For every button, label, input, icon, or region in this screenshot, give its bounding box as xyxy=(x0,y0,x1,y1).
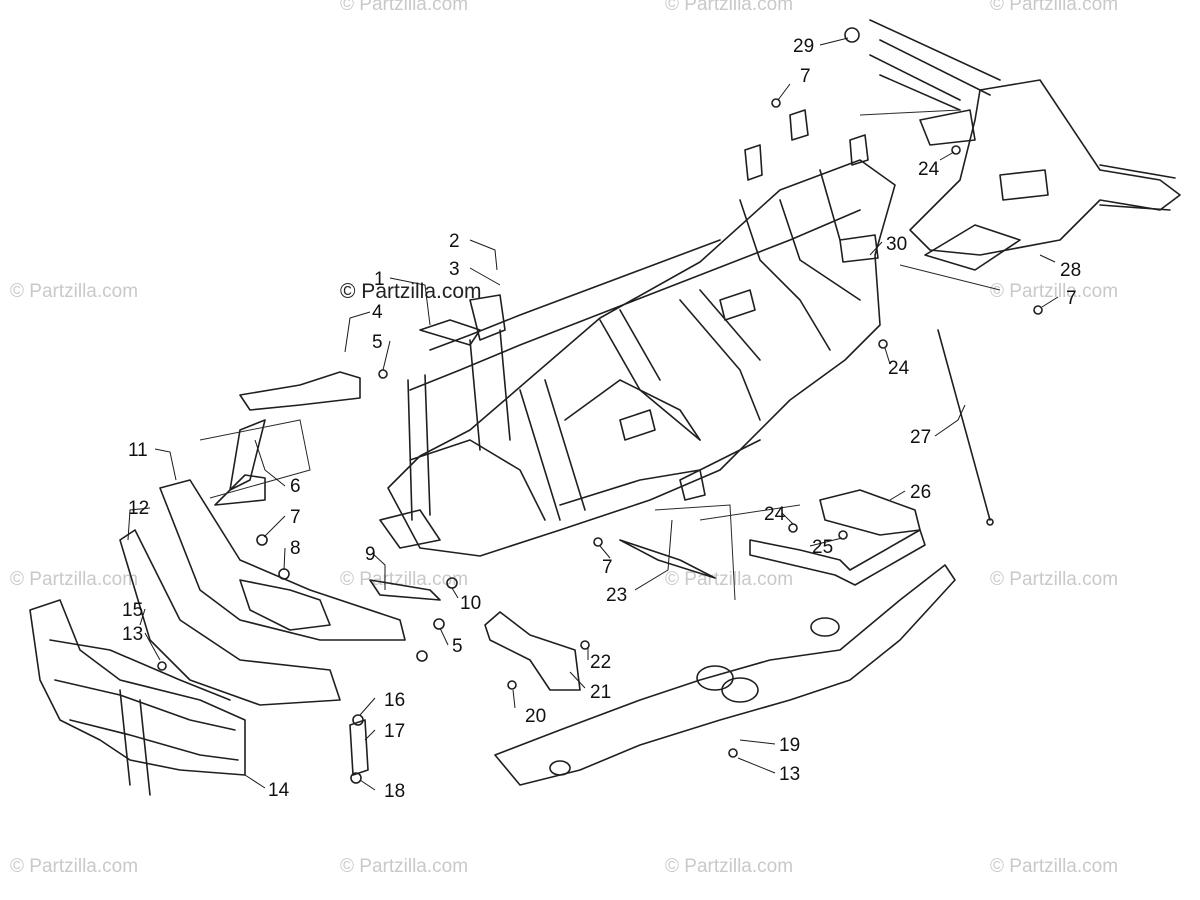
callout-28: 28 xyxy=(1060,260,1081,281)
callout-23: 23 xyxy=(606,585,627,606)
callout-18: 18 xyxy=(384,781,405,802)
watermark: © Partzilla.com xyxy=(340,569,468,590)
watermark: © Partzilla.com xyxy=(665,0,793,15)
callout-8: 8 xyxy=(290,538,301,559)
callout-20: 20 xyxy=(525,706,546,727)
callouts: 29 7 24 2 3 1 30 28 4 5 7 24 6 27 11 26 … xyxy=(122,36,1081,802)
rod xyxy=(937,329,994,526)
callout-1: 1 xyxy=(374,269,385,290)
callout-25: 25 xyxy=(812,537,833,558)
watermark: © Partzilla.com xyxy=(665,856,793,877)
callout-19: 19 xyxy=(779,735,800,756)
callout-17: 17 xyxy=(384,721,405,742)
callout-3: 3 xyxy=(449,259,460,280)
callout-4: 4 xyxy=(372,302,383,323)
callout-5b: 5 xyxy=(452,636,463,657)
brand-watermark: © Partzilla.com xyxy=(340,280,482,303)
callout-7: 7 xyxy=(800,66,811,87)
main-frame xyxy=(379,109,896,557)
callout-14: 14 xyxy=(268,780,290,801)
callout-13: 13 xyxy=(122,624,143,645)
callout-21: 21 xyxy=(590,682,611,703)
callout-30: 30 xyxy=(886,234,907,255)
hardware-16-17-18 xyxy=(349,714,369,784)
watermark: © Partzilla.com xyxy=(10,569,138,590)
watermark: © Partzilla.com xyxy=(10,856,138,877)
callout-15: 15 xyxy=(122,600,143,621)
skid-plate xyxy=(494,564,956,786)
rear-bracket xyxy=(819,489,921,536)
callout-6: 6 xyxy=(290,476,301,497)
callout-9: 9 xyxy=(365,544,376,565)
watermark: © Partzilla.com xyxy=(990,281,1118,302)
rear-tube xyxy=(749,529,926,586)
watermark: © Partzilla.com xyxy=(340,856,468,877)
bolts xyxy=(157,27,1043,758)
callout-11: 11 xyxy=(128,440,148,461)
watermark: © Partzilla.com xyxy=(10,281,138,302)
watermark: © Partzilla.com xyxy=(990,569,1118,590)
front-brackets xyxy=(214,371,361,506)
callout-5: 5 xyxy=(372,332,383,353)
leader-lines xyxy=(127,37,1059,791)
callout-24: 24 xyxy=(918,159,940,180)
callout-12: 12 xyxy=(128,498,149,519)
callout-10: 10 xyxy=(460,593,481,614)
callout-13b: 13 xyxy=(779,764,800,785)
center-bracket xyxy=(484,611,581,691)
front-support xyxy=(369,579,441,601)
callout-16: 16 xyxy=(384,690,405,711)
callout-24b: 24 xyxy=(888,358,910,379)
watermark-grid: © Partzilla.com © Partzilla.com © Partzi… xyxy=(10,0,1118,877)
reference-lines xyxy=(199,109,1001,601)
watermark: © Partzilla.com xyxy=(340,0,468,15)
callout-24c: 24 xyxy=(764,504,786,525)
callout-22: 22 xyxy=(590,652,611,673)
callout-26: 26 xyxy=(910,482,931,503)
callout-29: 29 xyxy=(793,36,814,57)
callout-7b: 7 xyxy=(1066,288,1077,309)
watermark: © Partzilla.com xyxy=(990,0,1118,15)
callout-2: 2 xyxy=(449,231,460,252)
front-bumper xyxy=(119,479,406,706)
callout-7d: 7 xyxy=(602,557,613,578)
floor-plate xyxy=(619,539,716,579)
watermark: © Partzilla.com xyxy=(990,856,1118,877)
rear-rack xyxy=(869,19,1181,271)
callout-27: 27 xyxy=(910,427,931,448)
watermark: © Partzilla.com xyxy=(665,569,793,590)
callout-7c: 7 xyxy=(290,507,301,528)
